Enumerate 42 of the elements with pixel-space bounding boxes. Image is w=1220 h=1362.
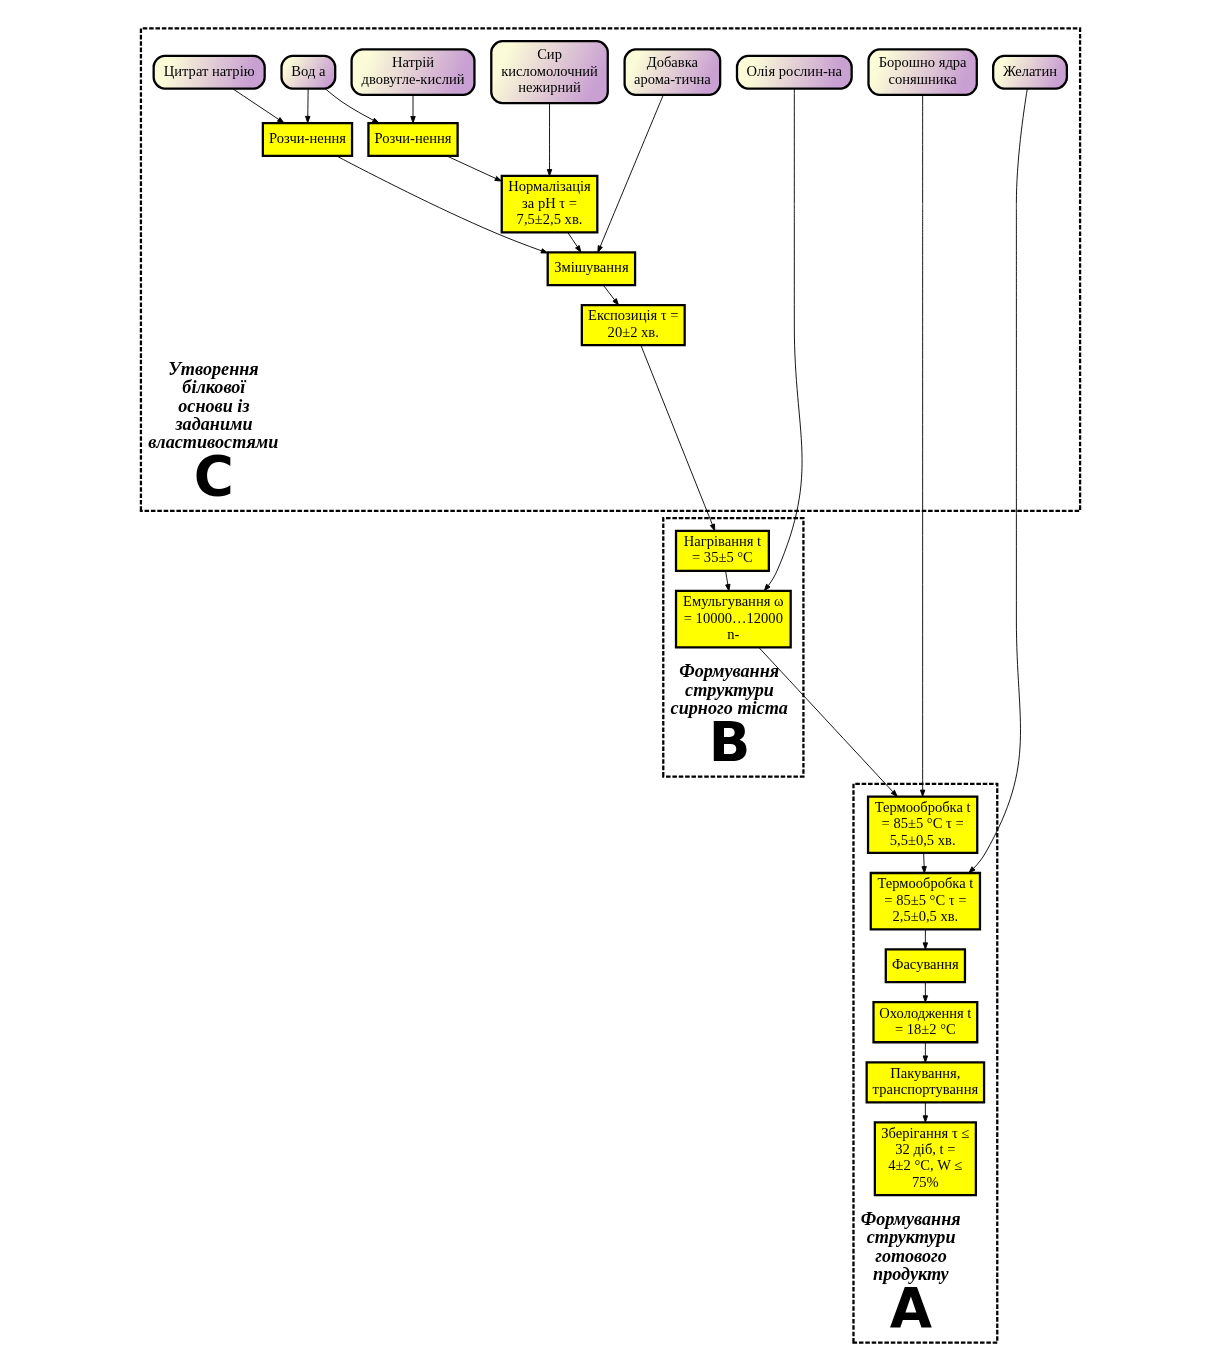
arrow (922, 929, 928, 950)
node-box: Термообробка t = 85±5 °С τ = 2,5±0,5 хв. (869, 871, 981, 931)
node-box: Цитрат натрію (152, 54, 266, 90)
node-box: Зберігання τ ≤ 32 діб, t = 4±2 °С, W ≤ 75% (873, 1121, 977, 1197)
node-box: Олія рослин-на (735, 54, 853, 90)
node-box: Нормалізація за pH τ = 7,5±2,5 хв. (500, 174, 598, 234)
node-box: Пакування, транспортування (865, 1061, 985, 1104)
arrow (922, 1101, 928, 1123)
arrow (922, 981, 928, 1003)
arrow (304, 88, 310, 124)
arrow (409, 94, 416, 124)
arrow (546, 102, 552, 177)
arrow (602, 284, 619, 306)
arrow (919, 94, 925, 797)
node-box: Нагрівання t = 35±5 °С (674, 529, 770, 572)
node-box: Охолодження t = 18±2 °С (871, 1001, 978, 1044)
arrow (920, 852, 927, 874)
arrow (640, 345, 715, 532)
arrow (968, 88, 1028, 874)
arrow (566, 231, 581, 253)
arrow (596, 94, 664, 253)
node-box: Експозиція τ = 20±2 хв. (580, 304, 686, 347)
arrow (231, 88, 284, 124)
node-box: Розчи-нення (366, 122, 459, 158)
node-box: Термообробка t = 85±5 °С τ = 5,5±0,5 хв. (866, 795, 978, 855)
node-box: Борошно ядра соняшника (866, 48, 978, 97)
arrow (763, 88, 802, 592)
node-box: Фасування (884, 948, 966, 984)
arrow (922, 1042, 928, 1063)
arrow (757, 647, 898, 797)
node-box: Змішування (546, 251, 636, 287)
node-box: Желатин (991, 54, 1068, 90)
arrow (724, 570, 730, 592)
node-box: Натрій двовугле-кислий (349, 48, 476, 97)
node-box: Емульгування ω = 10000…12000 n- (674, 589, 792, 649)
node-box: Розчи-нення (261, 122, 353, 158)
arrow (445, 155, 502, 182)
arrow (324, 88, 380, 124)
node-box: Добавка арома-тична (622, 48, 721, 97)
node-box: Вод а (279, 54, 336, 90)
node-box: Сир кисломолочний нежирний (489, 40, 609, 105)
arrow (335, 155, 548, 254)
